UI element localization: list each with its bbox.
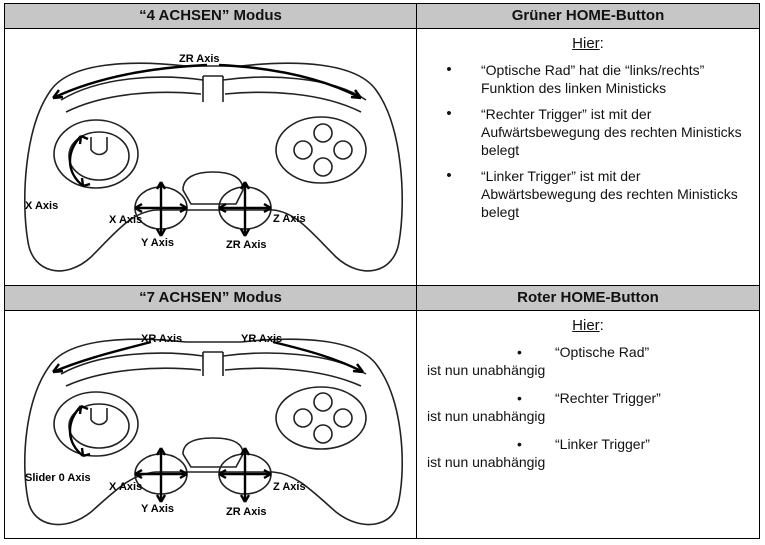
hier-heading: Hier: (572, 35, 604, 52)
mode-4-axes-header: “4 ACHSEN” Modus (5, 4, 416, 28)
z-axis-label: Z Axis (273, 213, 306, 225)
zr-axis-label: ZR Axis (226, 239, 267, 251)
slider-0-axis-label: Slider 0 Axis (25, 472, 91, 484)
hier-heading: Hier: (572, 317, 604, 334)
zr-axis-label: ZR Axis (179, 53, 220, 65)
z-axis-label: Z Axis (273, 481, 306, 493)
xr-axis-label: XR Axis (141, 333, 182, 345)
red-mode-notes: Hier: •“Optische Rad” ist nun unabhängig… (417, 317, 759, 481)
list-item: •“Optische Rad” hat die “links/rechts” F… (446, 61, 705, 96)
y-axis-label: Y Axis (141, 503, 174, 515)
x-axis-label: X Axis (109, 214, 142, 226)
column-divider (416, 4, 417, 538)
green-home-button-header: Grüner HOME-Button (417, 4, 759, 28)
axis-mode-table: “4 ACHSEN” Modus Grüner HOME-Button “7 A… (4, 3, 760, 539)
list-item: •“Optische Rad” ist nun unabhängig (427, 344, 650, 378)
red-home-button-header: Roter HOME-Button (417, 286, 759, 310)
yr-axis-label: YR Axis (241, 333, 282, 345)
mode-7-axes-header: “7 ACHSEN” Modus (5, 286, 416, 310)
gamepad-diagram-7-axes: XR Axis YR Axis Slider 0 Axis X Axis Y A… (11, 314, 411, 534)
x-axis-label: X Axis (109, 481, 142, 493)
list-item: •“Linker Trigger” ist nun unabhängig (427, 436, 650, 470)
y-axis-label: Y Axis (141, 237, 174, 249)
divider (5, 285, 759, 286)
list-item: •“Rechter Trigger” ist mit der Aufwärtsb… (446, 105, 742, 158)
zr-axis-label: ZR Axis (226, 506, 267, 518)
divider (5, 28, 759, 29)
list-item: •“Linker Trigger” ist mit der Abwärtsbew… (446, 167, 738, 220)
x-axis-label: X Axis (25, 200, 58, 212)
divider (5, 310, 759, 311)
gamepad-diagram-4-axes: ZR Axis X Axis X Axis Y Axis Z Axis ZR A… (11, 32, 411, 282)
green-mode-notes: Hier: •“Optische Rad” hat die “links/rec… (417, 35, 759, 229)
list-item: •“Rechter Trigger” ist nun unabhängig (427, 390, 661, 424)
